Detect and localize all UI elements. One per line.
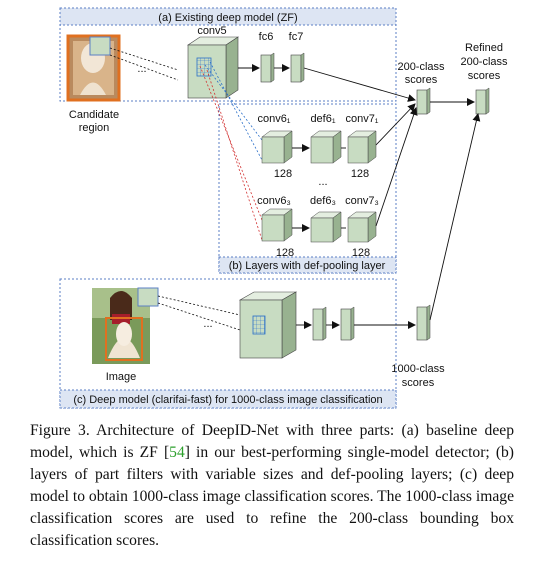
size-128-d: 128 — [352, 247, 370, 259]
panel-b-title-bg — [218, 256, 397, 274]
size-128-c: 128 — [276, 247, 294, 259]
panel-c: (c) Deep model (clarifai-fast) for 1000-… — [59, 278, 416, 409]
dots-c: ... — [203, 318, 212, 330]
conv7-1-block — [347, 130, 377, 164]
image-label: Image — [106, 371, 137, 383]
panel-a-title-bg — [59, 7, 397, 26]
fc7-block — [290, 52, 305, 83]
def6-3-label: def6₃ — [310, 195, 336, 207]
score1000-label-1: 1000-class — [391, 363, 445, 375]
candidate-label-1: Candidate — [69, 109, 119, 121]
candidate-label-2: region — [79, 122, 110, 134]
caption-reference-link[interactable]: 54 — [169, 444, 185, 461]
panel-c-title-bg — [59, 389, 397, 409]
refined-label-2: 200-class — [460, 56, 508, 68]
panel-a: (a) Existing deep model (ZF) Candidate r… — [59, 7, 416, 134]
clarifai-fc1-block — [312, 306, 327, 341]
dots-a: ... — [137, 63, 146, 75]
refined-label-1: Refined — [465, 42, 503, 54]
conv6-1-block — [261, 130, 293, 164]
fc6-label: fc6 — [259, 31, 274, 43]
panel-b: (b) Layers with def-pooling layer conv6₁… — [199, 61, 418, 274]
def6-1-label: def6₁ — [310, 113, 335, 125]
clarifai-fc2-block — [340, 306, 355, 341]
score200-block — [416, 87, 431, 115]
refined-block — [475, 87, 490, 115]
score-blocks: 200-class scores Refined 200-class score… — [391, 42, 508, 389]
score200-label-1: 200-class — [397, 61, 445, 73]
fc6-block — [260, 52, 275, 83]
dots-b: ... — [318, 176, 327, 188]
conv7-1-label: conv7₁ — [345, 113, 378, 125]
panel-b-border — [218, 103, 397, 274]
def6-3-block — [310, 211, 342, 243]
conv5-label: conv5 — [197, 25, 226, 37]
panel-b-title: (b) Layers with def-pooling layer — [229, 260, 386, 272]
conv7-3-block — [347, 211, 377, 243]
caption-prefix: Figure 3. Architecture of DeepID-Net wit… — [30, 422, 514, 461]
candidate-region-image — [66, 34, 121, 102]
caption-suffix: ] in our best-performing single-model de… — [30, 444, 514, 549]
clarifai-conv-block — [238, 291, 298, 359]
refined-label-3: scores — [468, 70, 501, 82]
conv6-1-label: conv6₁ — [257, 113, 290, 125]
size-128-b: 128 — [351, 168, 369, 180]
score1000-block — [416, 304, 431, 341]
panel-c-title: (c) Deep model (clarifai-fast) for 1000-… — [73, 394, 382, 406]
conv5-block — [187, 36, 239, 99]
score1000-label-2: scores — [402, 377, 435, 389]
panel-a-title: (a) Existing deep model (ZF) — [158, 12, 297, 24]
fc7-label: fc7 — [289, 31, 304, 43]
conv7-3-label: conv7₃ — [345, 195, 379, 207]
score200-label-2: scores — [405, 74, 438, 86]
size-128-a: 128 — [274, 168, 292, 180]
architecture-diagram: (a) Existing deep model (ZF) Candidate r… — [59, 7, 508, 409]
conv6-3-block — [261, 208, 293, 242]
input-image — [92, 287, 159, 364]
def6-1-block — [310, 130, 342, 164]
conv6-3-label: conv6₃ — [257, 195, 291, 207]
figure-caption: Figure 3. Architecture of DeepID-Net wit… — [30, 420, 514, 552]
